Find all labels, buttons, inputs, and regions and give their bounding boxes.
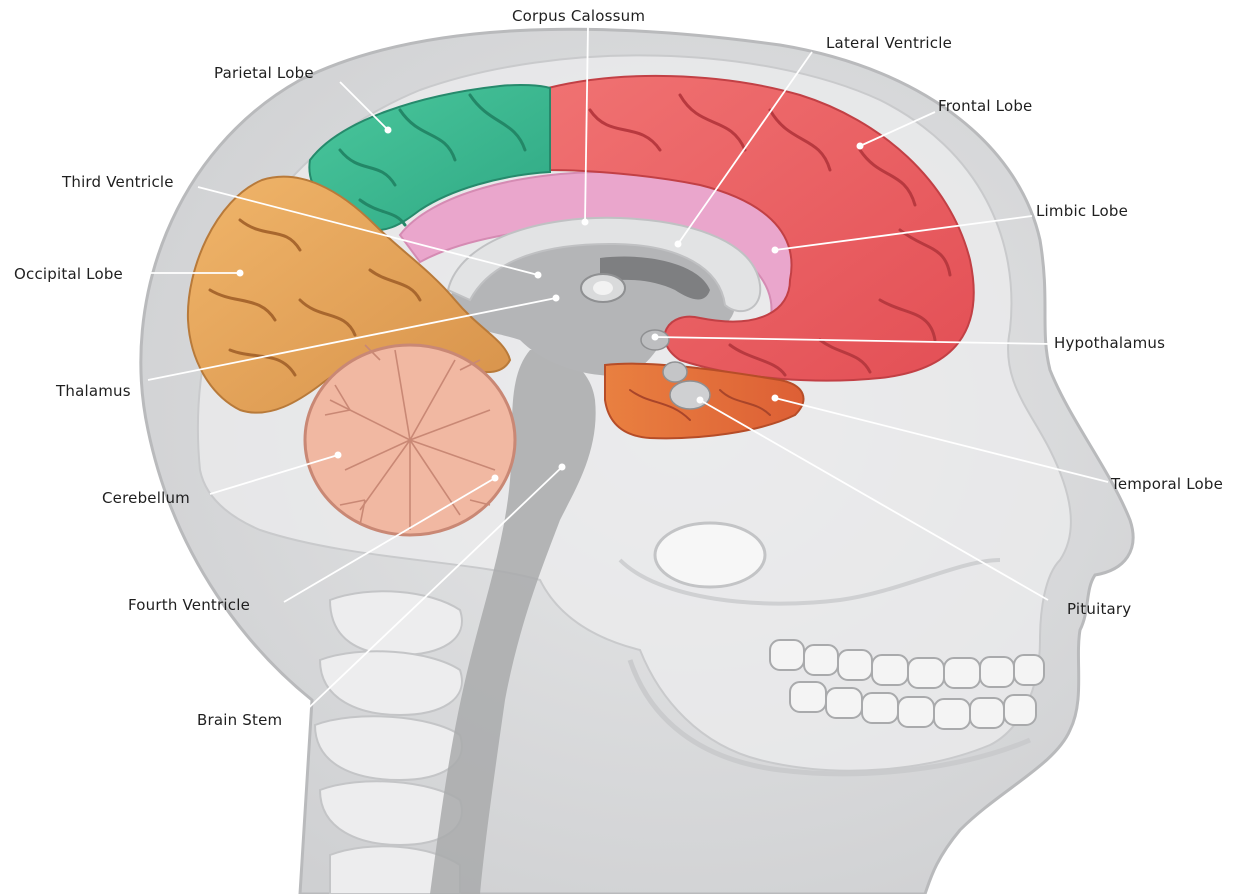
label-corpus-calossum: Corpus Calossum xyxy=(512,7,645,25)
label-temporal-lobe: Temporal Lobe xyxy=(1111,475,1223,493)
label-lateral-ventricle: Lateral Ventricle xyxy=(826,34,952,52)
label-brain-stem: Brain Stem xyxy=(197,711,282,729)
label-cerebellum: Cerebellum xyxy=(102,489,190,507)
label-limbic-lobe: Limbic Lobe xyxy=(1036,202,1128,220)
label-hypothalamus: Hypothalamus xyxy=(1054,334,1165,352)
label-third-ventricle: Third Ventricle xyxy=(62,173,174,191)
label-pituitary: Pituitary xyxy=(1067,600,1131,618)
eye-orbit xyxy=(655,523,765,587)
label-thalamus: Thalamus xyxy=(56,382,131,400)
label-occipital-lobe: Occipital Lobe xyxy=(14,265,123,283)
label-frontal-lobe: Frontal Lobe xyxy=(938,97,1033,115)
label-fourth-ventricle: Fourth Ventricle xyxy=(128,596,250,614)
label-parietal-lobe: Parietal Lobe xyxy=(214,64,314,82)
